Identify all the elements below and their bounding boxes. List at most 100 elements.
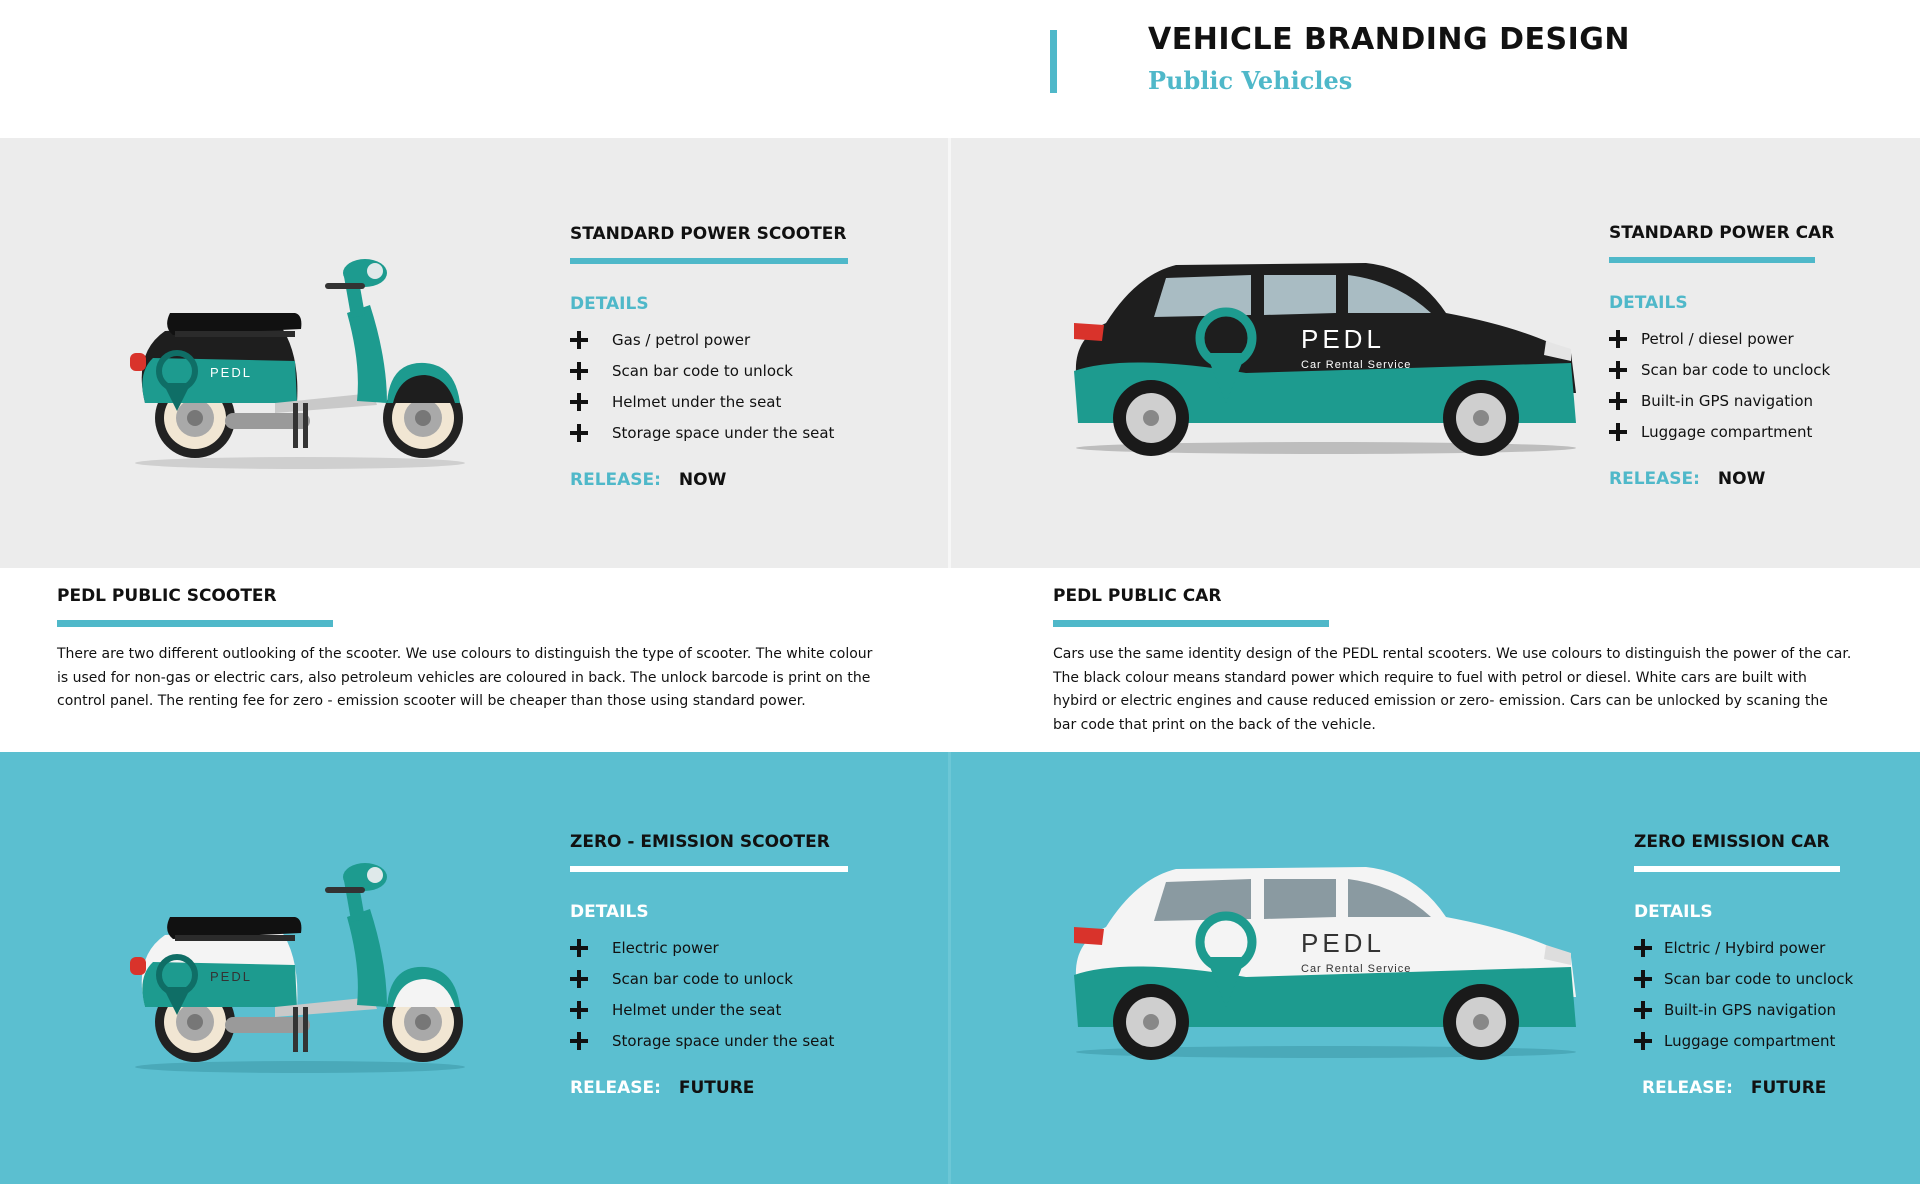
spec-underline [1634, 866, 1840, 872]
standard-scooter-spec: STANDARD POWER SCOOTER DETAILS Gas / pet… [570, 224, 870, 490]
plus-icon [1634, 969, 1652, 988]
feature-list: Elctric / Hybird power Scan bar code to … [1634, 932, 1920, 1056]
plus-icon [570, 1031, 588, 1050]
car-brand-tagline: Car Rental Service [1301, 963, 1411, 975]
zero-scooter-spec: ZERO - EMISSION SCOOTER DETAILS Electric… [570, 832, 870, 1098]
car-brand-text: PEDL [1301, 324, 1385, 354]
panel-divider [948, 138, 951, 568]
black-car-illustration: PEDL Car Rental Service [1074, 263, 1576, 456]
feature-text: Scan bar code to unclock [1641, 360, 1831, 379]
feature-text: Storage space under the seat [612, 423, 835, 442]
list-item: Helmet under the seat [570, 994, 870, 1025]
standard-car-spec: STANDARD POWER CAR DETAILS Petrol / dies… [1609, 223, 1909, 489]
spec-title: ZERO - EMISSION SCOOTER [570, 832, 830, 852]
list-item: Built-in GPS navigation [1609, 385, 1909, 416]
scooter-brand-text: PEDL [210, 969, 252, 984]
feature-text: Scan bar code to unlock [612, 969, 793, 988]
section-body: There are two different outlooking of th… [57, 646, 873, 709]
plus-icon [570, 392, 588, 411]
zero-emission-car-panel: PEDL Car Rental Service ZERO EMISSION CA… [951, 752, 1920, 1184]
spec-underline [570, 258, 848, 264]
section-underline [57, 620, 333, 627]
release-label: RELEASE: [1609, 469, 1700, 489]
plus-icon [1609, 360, 1627, 379]
car-brand-text: PEDL [1301, 928, 1385, 958]
list-item: Gas / petrol power [570, 324, 870, 355]
plus-icon [1634, 1031, 1652, 1050]
black-scooter-illustration: PEDL [130, 259, 465, 469]
plus-icon [1609, 329, 1627, 348]
release-value: FUTURE [678, 1078, 755, 1098]
release-label: RELEASE: [570, 1078, 661, 1098]
section-title: PEDL PUBLIC SCOOTER [57, 586, 277, 606]
release-value: NOW [678, 470, 727, 490]
plus-icon [1634, 938, 1652, 957]
feature-list: Electric power Scan bar code to unlock H… [570, 932, 870, 1056]
plus-icon [1634, 1000, 1652, 1019]
page-subtitle: Public Vehicles [1148, 66, 1353, 95]
details-label: DETAILS [570, 902, 649, 922]
list-item: Luggage compartment [1634, 1025, 1920, 1056]
feature-text: Built-in GPS navigation [1641, 391, 1814, 410]
feature-text: Scan bar code to unclock [1664, 969, 1854, 988]
section-underline [1053, 620, 1329, 627]
zero-emission-scooter-panel: PEDL ZERO - EMISSION SCOOTER DETAILS Ele… [0, 752, 948, 1184]
feature-text: Petrol / diesel power [1641, 329, 1794, 348]
feature-text: Helmet under the seat [612, 1000, 782, 1019]
spec-underline [1609, 257, 1815, 263]
section-body: Cars use the same identity design of the… [1053, 646, 1852, 733]
plus-icon [570, 969, 588, 988]
release-value: NOW [1717, 469, 1766, 489]
plus-icon [570, 330, 588, 349]
release-value: FUTURE [1750, 1078, 1827, 1098]
public-car-description: PEDL PUBLIC CAR Cars use the same identi… [1053, 586, 1853, 737]
feature-list: Gas / petrol power Scan bar code to unlo… [570, 324, 870, 448]
list-item: Scan bar code to unclock [1634, 963, 1920, 994]
release-label: RELEASE: [1642, 1078, 1733, 1098]
release-line: RELEASE: FUTURE [1634, 1078, 1920, 1098]
list-item: Helmet under the seat [570, 386, 870, 417]
standard-scooter-panel: PEDL STANDARD POWER SCOOTER DETAILS Gas … [0, 138, 948, 568]
feature-text: Storage space under the seat [612, 1031, 835, 1050]
release-label: RELEASE: [570, 470, 661, 490]
feature-text: Luggage compartment [1641, 422, 1813, 441]
feature-text: Luggage compartment [1664, 1031, 1836, 1050]
details-label: DETAILS [1609, 293, 1688, 313]
plus-icon [570, 423, 588, 442]
list-item: Luggage compartment [1609, 416, 1909, 447]
release-line: RELEASE: NOW [1609, 469, 1909, 489]
feature-text: Helmet under the seat [612, 392, 782, 411]
feature-text: Elctric / Hybird power [1664, 938, 1826, 957]
details-label: DETAILS [570, 294, 649, 314]
list-item: Scan bar code to unclock [1609, 354, 1909, 385]
header-accent-bar [1050, 30, 1057, 93]
page-title: VEHICLE BRANDING DESIGN [1148, 22, 1630, 57]
page-header: VEHICLE BRANDING DESIGN Public Vehicles [0, 0, 1920, 138]
plus-icon [1609, 391, 1627, 410]
list-item: Storage space under the seat [570, 1025, 870, 1056]
list-item: Scan bar code to unlock [570, 963, 870, 994]
car-brand-tagline: Car Rental Service [1301, 359, 1411, 371]
plus-icon [1609, 422, 1627, 441]
details-label: DETAILS [1634, 902, 1713, 922]
release-line: RELEASE: NOW [570, 470, 870, 490]
panel-divider [948, 752, 951, 1184]
feature-text: Electric power [612, 938, 719, 957]
list-item: Scan bar code to unlock [570, 355, 870, 386]
feature-list: Petrol / diesel power Scan bar code to u… [1609, 323, 1909, 447]
plus-icon [570, 938, 588, 957]
feature-text: Scan bar code to unlock [612, 361, 793, 380]
plus-icon [570, 1000, 588, 1019]
list-item: Elctric / Hybird power [1634, 932, 1920, 963]
list-item: Storage space under the seat [570, 417, 870, 448]
spec-title: ZERO EMISSION CAR [1634, 832, 1830, 852]
feature-text: Built-in GPS navigation [1664, 1000, 1837, 1019]
spec-title: STANDARD POWER SCOOTER [570, 224, 847, 244]
list-item: Electric power [570, 932, 870, 963]
list-item: Petrol / diesel power [1609, 323, 1909, 354]
release-line: RELEASE: FUTURE [570, 1078, 870, 1098]
scooter-brand-text: PEDL [210, 365, 252, 380]
spec-underline [570, 866, 848, 872]
public-scooter-description: PEDL PUBLIC SCOOTER There are two differ… [57, 586, 887, 714]
list-item: Built-in GPS navigation [1634, 994, 1920, 1025]
